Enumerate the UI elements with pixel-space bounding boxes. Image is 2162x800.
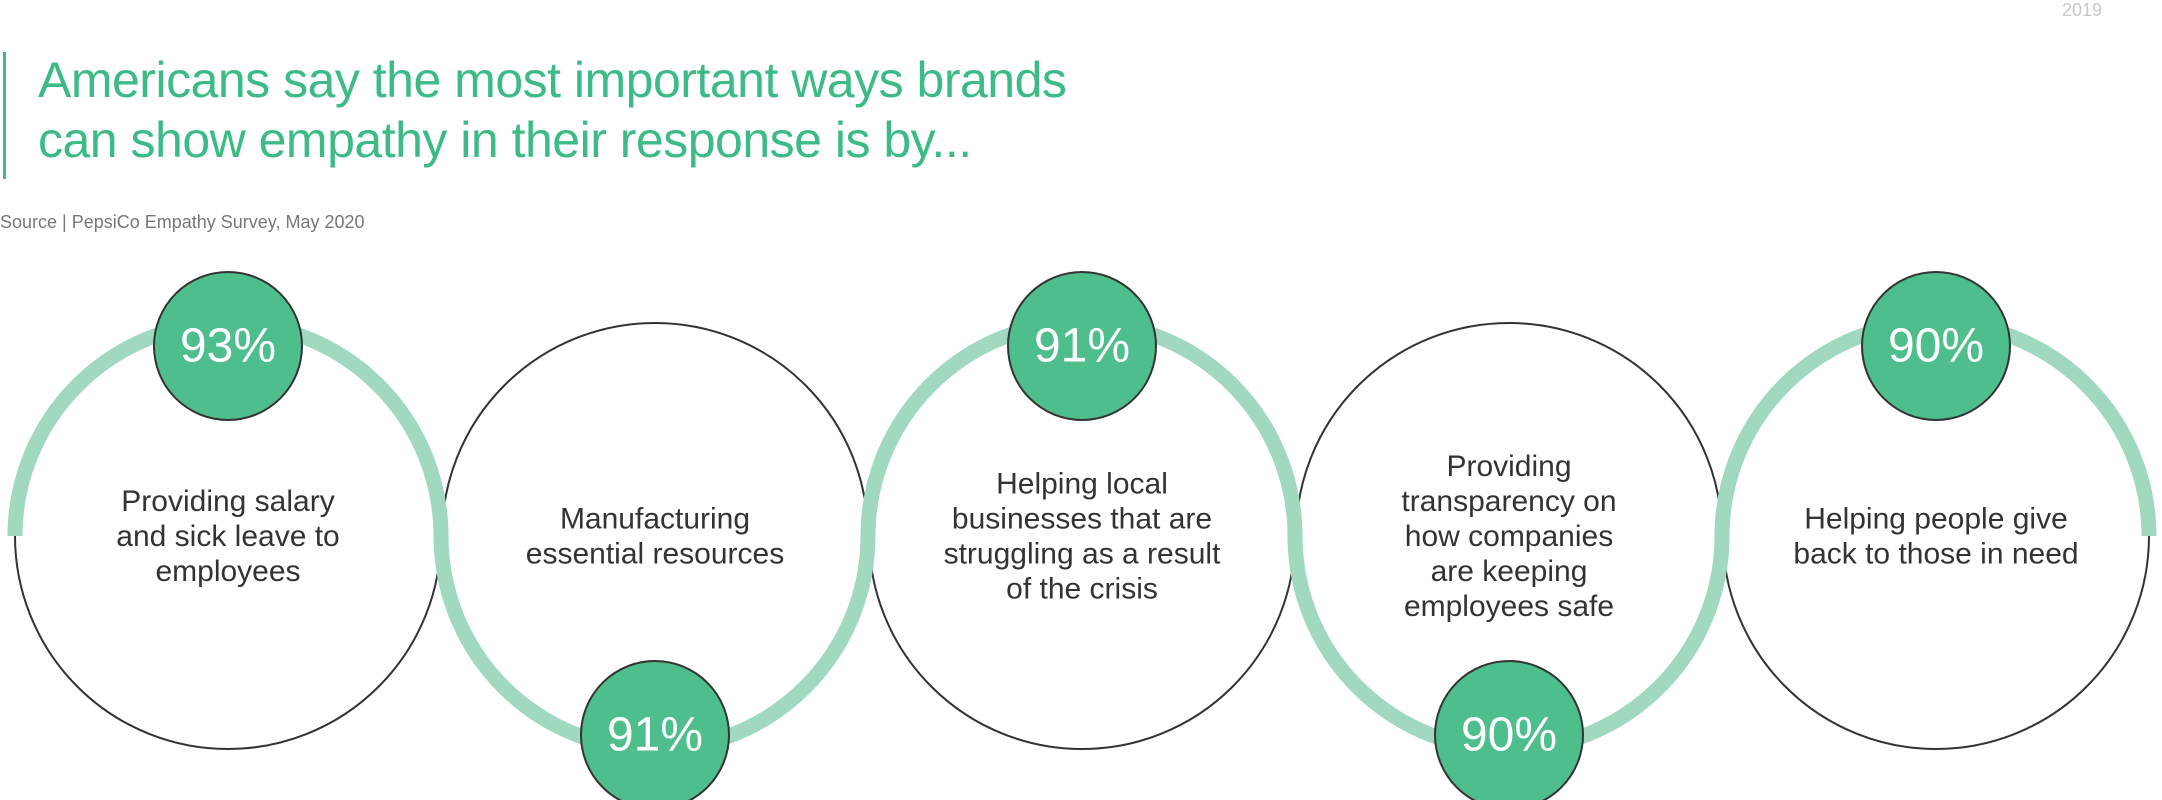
item-label-line: are keeping [1431, 555, 1588, 588]
item-label-line: struggling as a result [944, 538, 1221, 571]
title-line-2: can show empathy in their response is by… [38, 112, 972, 168]
percent-badge [580, 660, 730, 800]
item-label-line: essential resources [526, 538, 784, 571]
percent-value: 91% [1034, 320, 1130, 373]
source-note: Source | PepsiCo Empathy Survey, May 202… [0, 212, 365, 232]
item-label-line: Helping local [996, 468, 1168, 501]
item-label-line: how companies [1405, 520, 1613, 553]
item-label-line: and sick leave to [116, 520, 339, 553]
percent-value: 91% [607, 709, 703, 762]
percent-badge [1861, 271, 2011, 421]
item-label-line: employees safe [1404, 590, 1614, 623]
percent-badge [1007, 271, 1157, 421]
percent-value: 90% [1461, 709, 1557, 762]
percent-badge [1434, 660, 1584, 800]
item-label-line: employees [155, 555, 300, 588]
item-label-line: Manufacturing [560, 503, 750, 536]
percent-value: 90% [1888, 320, 1984, 373]
year-label: 2019 [2061, 0, 2102, 20]
item-label-line: transparency on [1401, 485, 1616, 518]
item-label-line: Providing [1446, 450, 1571, 483]
percent-value: 93% [180, 320, 276, 373]
percent-badge [153, 271, 303, 421]
item-label-line: businesses that are [952, 503, 1212, 536]
item-label-line: of the crisis [1006, 573, 1158, 606]
item-label-line: back to those in need [1793, 538, 2078, 571]
item-label-line: Providing salary [121, 485, 334, 518]
page-title: Americans say the most important ways br… [38, 50, 1067, 170]
item-label-line: Helping people give [1804, 503, 2068, 536]
title-accent-bar [3, 52, 6, 179]
title-line-1: Americans say the most important ways br… [38, 52, 1067, 108]
